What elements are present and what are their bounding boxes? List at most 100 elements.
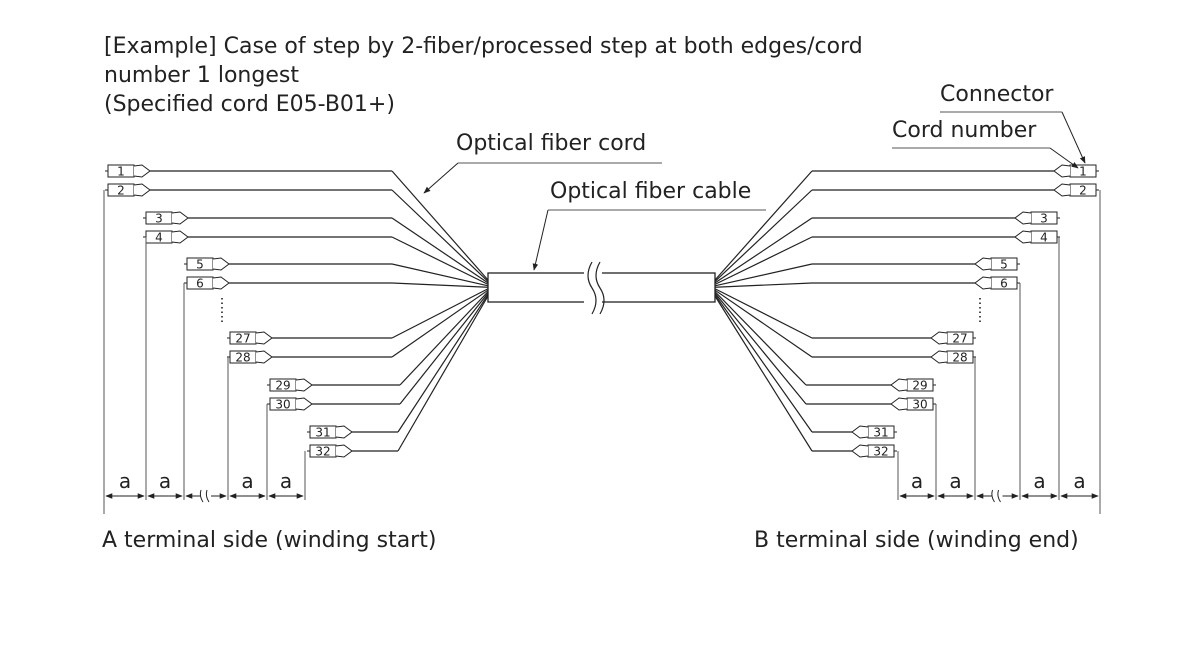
connector: 3 <box>143 211 189 226</box>
optical-fiber-cord <box>391 217 489 284</box>
dimension-label-a: a <box>241 469 253 493</box>
optical-fiber-cord <box>714 236 813 285</box>
connector-boot <box>1053 183 1071 197</box>
optical-fiber-cord <box>714 291 807 386</box>
optical-fiber-cord <box>391 289 489 358</box>
dimension-break-mark <box>199 489 204 503</box>
connector: 6 <box>184 276 230 291</box>
connector: 1 <box>105 164 151 179</box>
cord-number-label: 1 <box>117 165 125 179</box>
connector-boot <box>255 350 273 364</box>
cable-break-line <box>587 261 597 315</box>
optical-fiber-cord <box>391 282 489 288</box>
optical-fiber-cord <box>714 217 813 284</box>
connector: 4 <box>1014 230 1060 245</box>
cord-number-label: 30 <box>275 398 290 412</box>
connector-boot <box>930 331 948 345</box>
cord-number-label: 4 <box>155 231 163 245</box>
cord-number-label: 2 <box>1079 184 1087 198</box>
optical-fiber-cord <box>714 292 807 405</box>
optical-fiber-cord <box>391 189 489 282</box>
cord-number-label: 29 <box>275 379 290 393</box>
dimension-break-mark <box>205 489 210 503</box>
optical-fiber-cord <box>714 294 813 433</box>
dimension-label-a: a <box>949 469 961 493</box>
connector-boot <box>295 378 313 392</box>
cord-number-label: 4 <box>1040 231 1048 245</box>
cable-break-line <box>595 261 605 315</box>
cord-number-label: 31 <box>873 426 888 440</box>
connector: 5 <box>184 257 230 272</box>
connector: 2 <box>105 183 151 198</box>
optical-fiber-cord <box>391 170 489 281</box>
connector-boot <box>295 397 313 411</box>
optical-fiber-cord <box>714 189 813 282</box>
optical-fiber-cord <box>714 288 813 339</box>
connector: 27 <box>227 331 273 346</box>
connector: 32 <box>851 444 897 459</box>
connector-boot <box>974 257 992 271</box>
cord-number-label: 1 <box>1079 165 1087 179</box>
dimension-label-a: a <box>280 469 292 493</box>
dimension-break-mark <box>991 489 995 503</box>
optical-fiber-cord <box>399 292 489 405</box>
connector: 1 <box>1053 164 1099 179</box>
connector-boot <box>255 331 273 345</box>
connector-boot <box>1053 164 1071 178</box>
optical-fiber-cord <box>714 295 813 452</box>
connector-boot <box>335 425 353 439</box>
cord-number-label: 31 <box>315 426 330 440</box>
cord-number-label: 27 <box>952 332 967 346</box>
optical-fiber-cord <box>714 289 813 358</box>
connector: 29 <box>267 378 313 393</box>
optical-fiber-cord-label: Optical fiber cord <box>456 131 647 156</box>
optical-fiber-cord <box>714 170 813 281</box>
connector: 29 <box>890 378 936 393</box>
cord-number-label: 27 <box>235 332 250 346</box>
connector-boot <box>974 276 992 290</box>
connector: 4 <box>143 230 189 245</box>
connector: 30 <box>267 397 313 412</box>
optical-fiber-cord <box>391 236 489 285</box>
connector: 5 <box>974 257 1020 272</box>
connector: 3 <box>1014 211 1060 226</box>
cable-leader-arrow <box>532 209 549 271</box>
connector: 30 <box>890 397 936 412</box>
connector-boot <box>133 183 151 197</box>
cord-number-label: Cord number <box>892 118 1037 143</box>
connector-boot <box>890 397 908 411</box>
optical-fiber-cord <box>399 291 489 386</box>
connector-boot <box>171 230 189 244</box>
cord-number-label: 5 <box>196 258 204 272</box>
cord-number-label: 32 <box>873 445 888 459</box>
connector-boot <box>1014 230 1032 244</box>
connector-boot <box>890 378 908 392</box>
cord-number-label: 2 <box>117 184 125 198</box>
cord-number-label: 28 <box>235 351 250 365</box>
cord-number-label: 6 <box>196 277 204 291</box>
connector: 27 <box>930 331 976 346</box>
connector-boot <box>851 425 869 439</box>
connector-boot <box>171 211 189 225</box>
connector-leader-arrow <box>1061 111 1086 164</box>
title-line-3: (Specified cord E05-B01+) <box>104 92 395 117</box>
connector: 2 <box>1053 183 1099 198</box>
dimension-label-a: a <box>1033 469 1045 493</box>
connector: 28 <box>930 350 976 365</box>
title-line-2: number 1 longest <box>104 63 299 88</box>
connector-boot <box>335 444 353 458</box>
cord-number-label: 28 <box>952 351 967 365</box>
cord-number-label: 30 <box>912 398 927 412</box>
cord-number-label: 29 <box>912 379 927 393</box>
a-terminal-side-label: A terminal side (winding start) <box>102 528 437 553</box>
optical-fiber-cord <box>391 288 489 339</box>
connector-boot <box>1014 211 1032 225</box>
optical-fiber-cord <box>397 295 489 452</box>
cord-number-label: 6 <box>1000 277 1008 291</box>
optical-fiber-cord <box>391 263 489 287</box>
connector: 28 <box>227 350 273 365</box>
cord-number-label: 5 <box>1000 258 1008 272</box>
connector: 31 <box>307 425 353 440</box>
optical-fiber-cord <box>714 282 813 288</box>
